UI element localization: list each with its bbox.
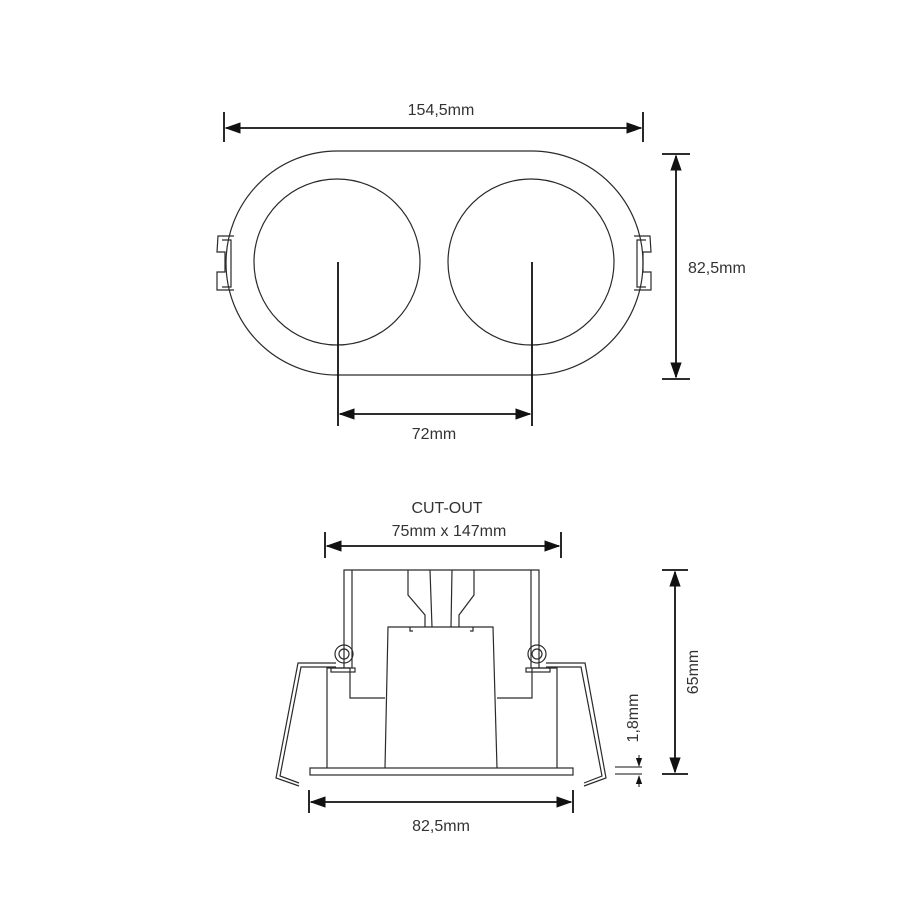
flange — [309, 767, 574, 776]
cable-connector — [407, 569, 475, 628]
cutout-size: 75mm x 147mm — [392, 523, 507, 540]
top-frame — [343, 569, 540, 668]
cutout-title: CUT-OUT — [411, 500, 482, 517]
height-label: 65mm — [685, 650, 702, 694]
lower-body — [326, 667, 558, 768]
spacing-label: 72mm — [412, 426, 456, 443]
right-clip — [634, 235, 652, 291]
side-view: CUT-OUT 75mm x 147mm 65mm 1,8mm — [275, 500, 702, 835]
top-view: 154,5mm 82,5mm 72mm — [216, 102, 746, 443]
driver-housing — [384, 626, 498, 769]
flange-width-label: 82,5mm — [412, 818, 470, 835]
housing-outline — [225, 150, 644, 376]
width-label: 154,5mm — [408, 102, 475, 119]
left-clip — [216, 235, 234, 291]
thickness-label: 1,8mm — [625, 694, 642, 743]
left-lamp-opening — [253, 178, 421, 346]
right-clamp-screw — [525, 644, 551, 673]
right-lamp-opening — [447, 178, 615, 346]
left-spring-clip — [275, 662, 336, 787]
left-clamp-screw — [330, 644, 356, 673]
height-label: 82,5mm — [688, 260, 746, 277]
right-spring-clip — [546, 662, 607, 787]
